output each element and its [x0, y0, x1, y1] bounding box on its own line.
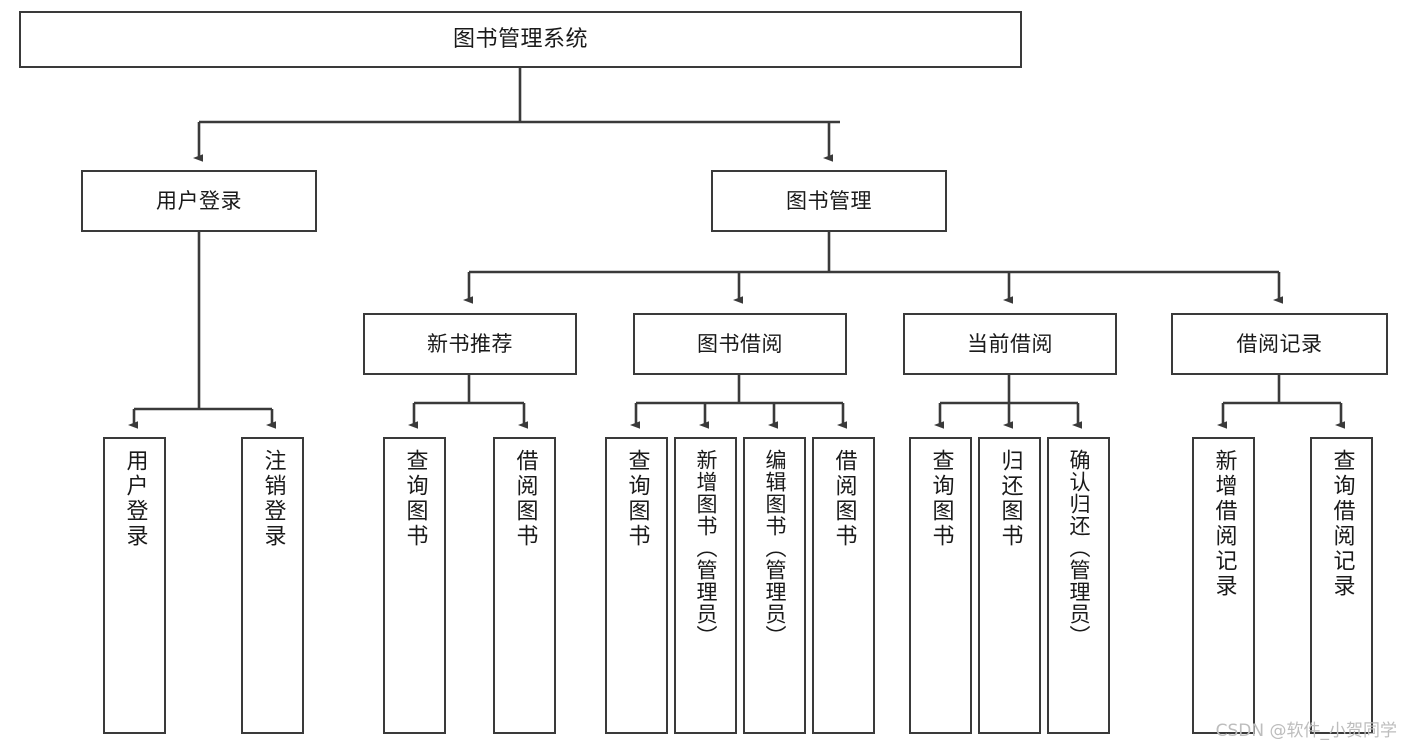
node-label: 注销登录	[260, 449, 286, 549]
leaf-book-borrow-edit[interactable]: 编辑图书（管理员）	[743, 437, 806, 734]
node-label: 新书推荐	[427, 331, 513, 356]
node-label: 新增借阅记录	[1211, 449, 1237, 599]
node-label: 查询图书	[624, 449, 650, 549]
node-label: 查询图书	[928, 449, 954, 549]
leaf-new-book-query[interactable]: 查询图书	[383, 437, 446, 734]
node-book-management[interactable]: 图书管理	[711, 170, 947, 232]
leaf-book-borrow-lend[interactable]: 借阅图书	[812, 437, 875, 734]
leaf-user-login-signout[interactable]: 注销登录	[241, 437, 304, 734]
node-label: 查询图书	[402, 449, 428, 549]
leaf-borrow-record-query[interactable]: 查询借阅记录	[1310, 437, 1373, 734]
leaf-borrow-record-add[interactable]: 新增借阅记录	[1192, 437, 1255, 734]
node-user-login[interactable]: 用户登录	[81, 170, 317, 232]
node-label: 新增图书（管理员）	[694, 449, 718, 647]
node-label: 借阅图书	[831, 449, 857, 549]
node-label: 当前借阅	[967, 331, 1053, 356]
node-label: 归还图书	[997, 449, 1023, 549]
node-root-system[interactable]: 图书管理系统	[19, 11, 1022, 68]
leaf-current-borrow-confirm[interactable]: 确认归还（管理员）	[1047, 437, 1110, 734]
node-label: 图书管理系统	[452, 26, 588, 52]
node-book-borrow[interactable]: 图书借阅	[633, 313, 847, 375]
node-label: 查询借阅记录	[1329, 449, 1355, 599]
node-borrow-record[interactable]: 借阅记录	[1171, 313, 1388, 375]
node-label: 借阅图书	[512, 449, 538, 549]
node-new-book-recommend[interactable]: 新书推荐	[363, 313, 577, 375]
node-label: 图书借阅	[697, 331, 783, 356]
node-label: 确认归还（管理员）	[1067, 449, 1091, 647]
leaf-current-borrow-query[interactable]: 查询图书	[909, 437, 972, 734]
watermark-text: CSDN @软件_小贺同学	[1215, 721, 1397, 741]
leaf-new-book-borrow[interactable]: 借阅图书	[493, 437, 556, 734]
node-label: 用户登录	[122, 449, 148, 549]
node-label: 借阅记录	[1236, 331, 1323, 356]
node-current-borrow[interactable]: 当前借阅	[903, 313, 1117, 375]
node-label: 编辑图书（管理员）	[763, 449, 787, 647]
leaf-book-borrow-add[interactable]: 新增图书（管理员）	[674, 437, 737, 734]
leaf-current-borrow-return[interactable]: 归还图书	[978, 437, 1041, 734]
leaf-book-borrow-query[interactable]: 查询图书	[605, 437, 668, 734]
node-label: 图书管理	[786, 188, 872, 213]
leaf-user-login-signin[interactable]: 用户登录	[103, 437, 166, 734]
node-label: 用户登录	[156, 188, 242, 213]
